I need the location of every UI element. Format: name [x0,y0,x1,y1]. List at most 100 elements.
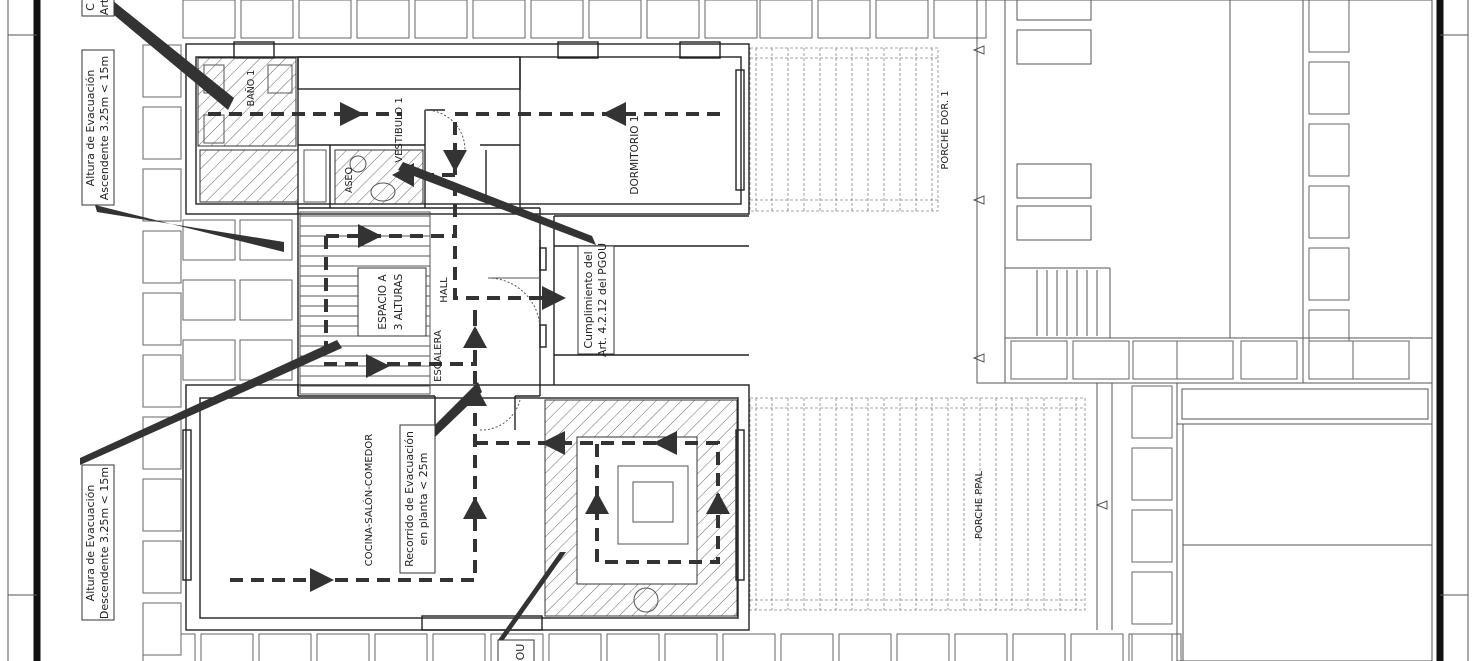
paving-tile [1131,385,1173,439]
paving-tile [200,633,254,661]
room-label-porche-ppal: PORCHE PPAL [974,470,985,539]
paving-tiles [142,0,1410,661]
paving-tile [1131,571,1173,625]
arrow-left-icon [602,102,626,126]
paving-tile [954,633,1008,661]
paving-tile [240,0,294,39]
room-label-vestibulo: VESTIBULO 1 [394,97,405,162]
terrace-structure [972,0,1433,661]
paving-tile [933,0,987,39]
paving-tile [182,219,236,261]
paving-tile [142,478,182,532]
paving-tile [588,0,642,39]
arrow-down-icon [443,150,467,172]
paving-tile [142,168,182,222]
hatched-areas [197,57,738,617]
cumplimiento-line2: Art. 4.2.12 del PGOU [596,243,609,357]
recorrido-line1: Recorrido de Evacuación [403,431,416,567]
espacio-label-line1: ESPACIO A [377,274,389,330]
paving-tile [182,339,236,381]
paving-tile [142,602,182,656]
desc-line1: Altura de Evacuación [84,485,97,602]
paving-tile [316,633,370,661]
arrow-right-icon [310,568,334,592]
paving-tile [1070,633,1124,661]
paving-tile [1308,61,1350,115]
paving-tile [896,633,950,661]
paving-tile [432,633,486,661]
pergola-dor [749,47,939,212]
pergola-ppal [749,397,1086,611]
cumplimiento-box: Cumplimiento del Art. 4.2.12 del PGOU [577,243,615,357]
paving-tile [1352,340,1410,380]
paving-tile [1308,247,1350,301]
arrow-up-icon [706,492,730,514]
room-label-dormitorio: DORMITORIO 1 [629,115,641,194]
arrow-right-icon [366,354,390,378]
cut-annotation-bottom: OU [497,639,535,661]
arrow-up-icon [463,326,487,348]
top-cut-line2: Art [98,0,111,15]
paving-tile [664,633,718,661]
altura-ascendente-box: Altura de Evacuación Ascendente 3.25m < … [81,49,115,206]
paving-tile [759,0,813,39]
room-label-hall: HALL [439,277,450,303]
annotation-leaders [80,0,596,648]
arrow-right-icon [542,286,566,310]
pergola-dor-slats [755,48,933,211]
paving-tile [817,0,871,39]
paving-tile [1131,447,1173,501]
paving-tile [722,633,776,661]
paving-tile [142,106,182,160]
paving-tile [1308,185,1350,239]
page-frame [7,0,1469,661]
paving-tile [182,279,236,321]
paving-tile [142,292,182,346]
room-label-aseo: ASEO [344,167,355,193]
paving-tile [142,230,182,284]
espacio-box: ESPACIO A 3 ALTURAS [357,267,427,337]
paving-tile [1176,340,1234,380]
paving-tile [182,0,236,39]
top-cut-line1: C [84,3,97,11]
cumplimiento-line1: Cumplimiento del [582,251,595,348]
pergola-ppal-slats [755,398,1077,610]
paving-tile [1240,340,1298,380]
paving-tile [1010,340,1068,380]
room-label-cocina: COCINA-SALÓN-COMEDOR [362,434,375,566]
bottom-cut-text: OU [514,644,527,661]
paving-tile [704,0,758,39]
room-label-escalera: ESCALERA [433,330,444,382]
arrow-up-icon [463,497,487,519]
paving-tile [239,279,293,321]
paving-tile [1131,633,1173,661]
paving-tile [374,633,428,661]
espacio-label-line2: 3 ALTURAS [393,273,405,330]
paving-tile [1308,0,1350,53]
paving-tile [780,633,834,661]
paving-tile [142,540,182,594]
paving-tile [356,0,410,39]
paving-tile [298,0,352,39]
recorrido-box: Recorrido de Evacuación en planta < 25m [399,424,436,574]
asc-line1: Altura de Evacuación [84,70,97,187]
arrow-up-icon [585,492,609,514]
arrow-right-icon [358,224,382,248]
asc-line2: Ascendente 3.25m < 15m [98,56,111,200]
paving-tile [1308,123,1350,177]
room-label-porche-dor: PORCHE DOR. 1 [940,90,951,169]
room-labels: BAÑO 1 VESTIBULO 1 ASEO DORMITORIO 1 POR… [246,70,985,567]
paving-tile [838,633,892,661]
paving-tile [606,633,660,661]
paving-tile [414,0,468,39]
paving-tile [875,0,929,39]
desc-line2: Descendente 3.25m < 15m [98,467,111,619]
room-label-bano: BAÑO 1 [246,70,257,107]
cut-annotation-top: C Art [81,0,115,17]
paving-tile [530,0,584,39]
paving-tile [258,633,312,661]
paving-tile [1012,633,1066,661]
arrow-right-icon [340,102,364,126]
recorrido-line2: en planta < 25m [417,453,430,546]
